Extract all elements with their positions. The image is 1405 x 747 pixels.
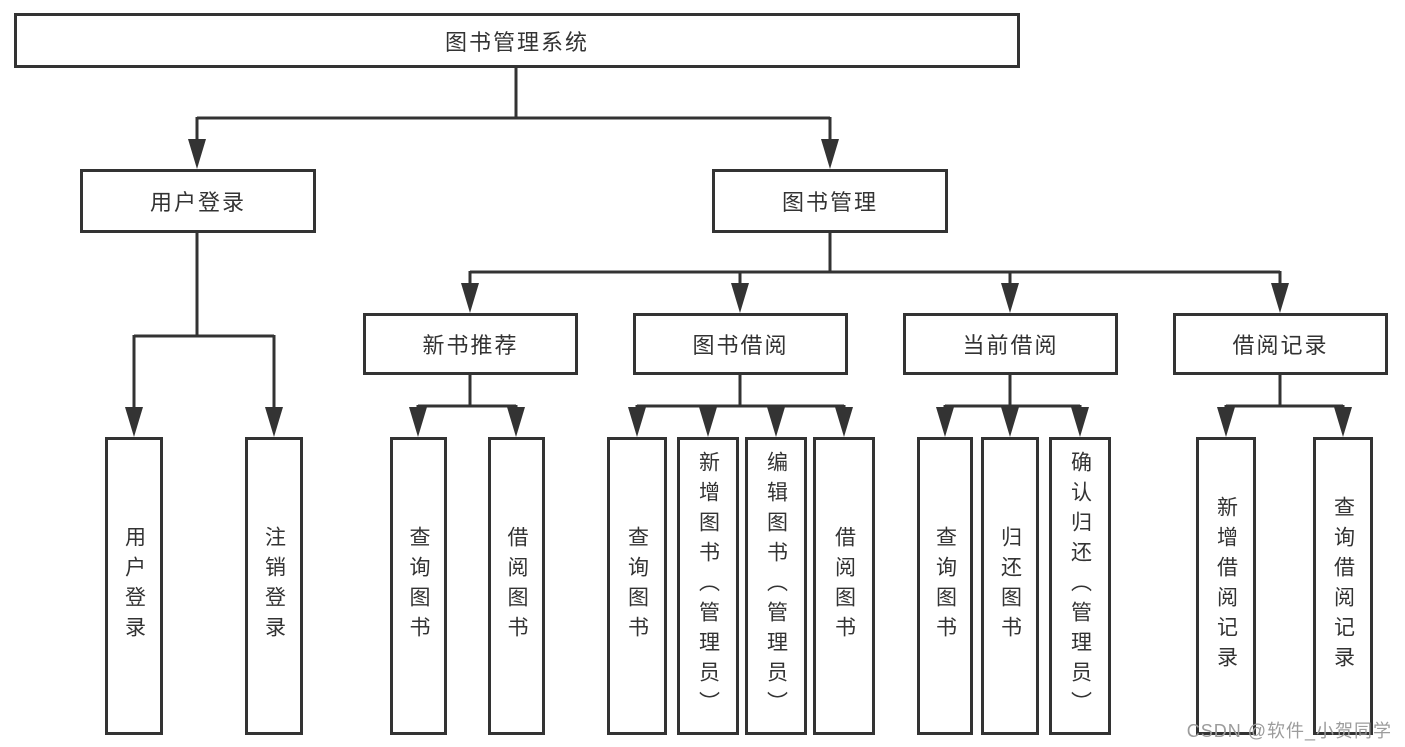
- node-leaf-newbooks-borrow-books-label: 借阅图书: [505, 526, 528, 646]
- csdn-watermark: CSDN @软件_小贺同学: [1186, 721, 1392, 741]
- node-user-login: 用户登录: [80, 169, 316, 233]
- node-leaf-borrow-add-books-admin: 新增图书（管理员）: [677, 437, 739, 735]
- node-borrowing-records-label: 借阅记录: [1232, 333, 1329, 358]
- node-leaf-current-return-books-label: 归还图书: [998, 526, 1022, 646]
- node-current-borrowing-label: 当前借阅: [962, 333, 1059, 358]
- node-leaf-borrow-query-books: 查询图书: [607, 437, 667, 735]
- node-leaf-current-query-books-label: 查询图书: [933, 526, 957, 646]
- node-user-login-label: 用户登录: [149, 190, 246, 215]
- node-leaf-borrow-edit-books-admin-label: 编辑图书（管理员）: [764, 451, 788, 721]
- node-leaf-user-login-label: 用户登录: [122, 526, 146, 646]
- node-leaf-logout: 注销登录: [245, 437, 303, 735]
- node-leaf-newbooks-query-books: 查询图书: [390, 437, 447, 735]
- node-leaf-borrow-borrow-books-label: 借阅图书: [832, 526, 856, 646]
- node-borrowing-records: 借阅记录: [1173, 313, 1388, 375]
- node-leaf-records-add-borrow-record: 新增借阅记录: [1196, 437, 1256, 735]
- node-leaf-newbooks-query-books-label: 查询图书: [407, 526, 430, 646]
- node-leaf-current-confirm-return-admin: 确认归还（管理员）: [1049, 437, 1111, 735]
- node-leaf-user-login: 用户登录: [105, 437, 163, 735]
- node-new-book-recommend: 新书推荐: [363, 313, 578, 375]
- node-leaf-borrow-add-books-admin-label: 新增图书（管理员）: [696, 451, 720, 721]
- node-new-book-recommend-label: 新书推荐: [422, 333, 519, 358]
- node-leaf-current-query-books: 查询图书: [917, 437, 973, 735]
- node-book-management-label: 图书管理: [781, 190, 878, 215]
- node-library-system: 图书管理系统: [14, 13, 1020, 68]
- node-leaf-newbooks-borrow-books: 借阅图书: [488, 437, 545, 735]
- node-book-management: 图书管理: [712, 169, 948, 233]
- node-leaf-records-query-borrow-record: 查询借阅记录: [1313, 437, 1373, 735]
- node-leaf-borrow-borrow-books: 借阅图书: [813, 437, 875, 735]
- node-leaf-current-return-books: 归还图书: [981, 437, 1039, 735]
- node-leaf-records-query-borrow-record-label: 查询借阅记录: [1331, 496, 1355, 676]
- node-library-system-label: 图书管理系统: [444, 29, 589, 55]
- node-leaf-current-confirm-return-admin-label: 确认归还（管理员）: [1068, 451, 1092, 721]
- node-book-borrowing-label: 图书借阅: [692, 333, 789, 358]
- node-leaf-borrow-query-books-label: 查询图书: [625, 526, 649, 646]
- node-leaf-logout-label: 注销登录: [262, 526, 286, 646]
- node-leaf-borrow-edit-books-admin: 编辑图书（管理员）: [745, 437, 807, 735]
- node-current-borrowing: 当前借阅: [903, 313, 1118, 375]
- node-leaf-records-add-borrow-record-label: 新增借阅记录: [1214, 496, 1238, 676]
- node-book-borrowing: 图书借阅: [633, 313, 848, 375]
